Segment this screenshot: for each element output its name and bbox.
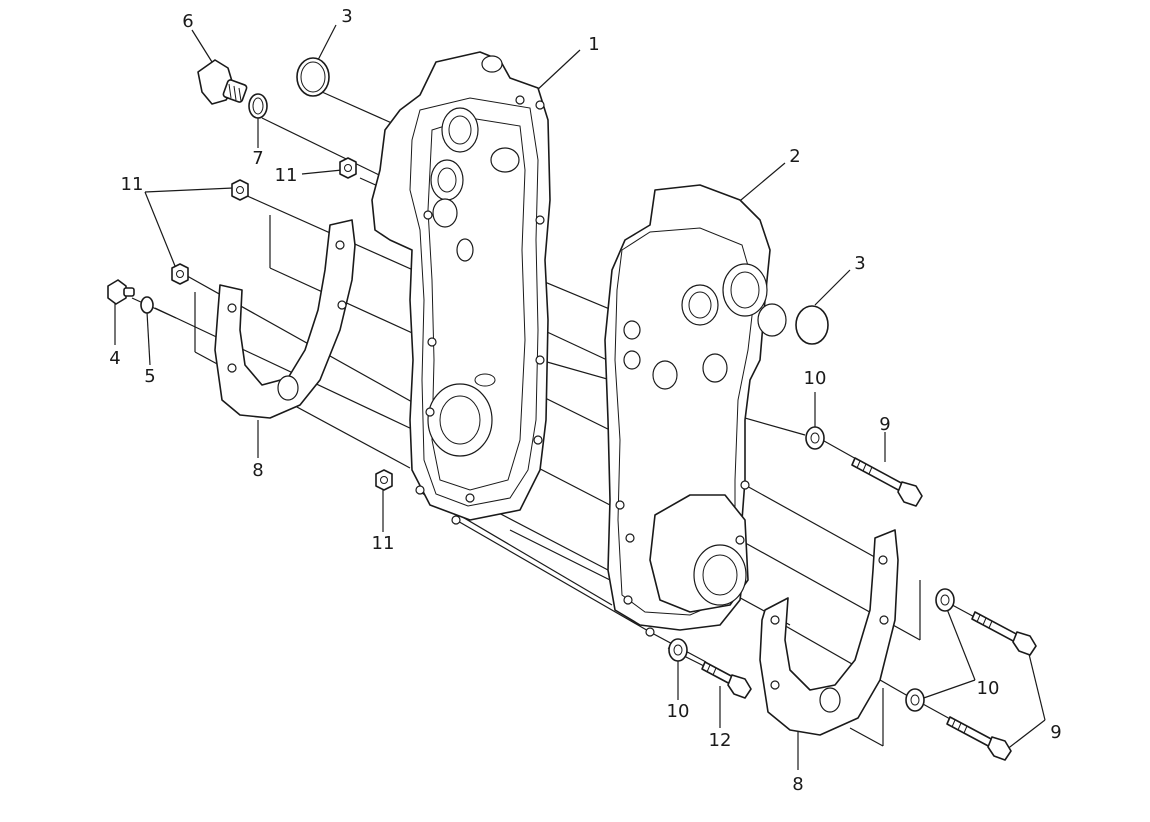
label-11-center: 11 [275,165,298,186]
label-6: 6 [182,11,193,32]
label-4: 4 [109,348,120,369]
washer-part-10-a [805,426,825,450]
washer-part-10-c [935,588,955,612]
bolt-part-9-a [851,457,923,507]
label-7: 7 [252,148,263,169]
label-12: 12 [709,730,732,751]
nut-part-11-b [171,263,189,285]
label-9-lower: 9 [1050,722,1061,743]
o-ring-part-7 [248,93,268,119]
breather-part-6 [197,59,248,105]
label-2: 2 [789,146,800,167]
washer-part-10-b [668,638,688,662]
bolt-part-12 [701,661,752,699]
label-8-right: 8 [792,774,803,795]
rear-housing-part-1 [371,51,551,525]
label-10-lower-left: 10 [667,701,690,722]
front-cover-part-2 [604,184,787,637]
label-3-right: 3 [854,253,865,274]
label-10-lower-right: 10 [977,678,1000,699]
washer-part-5 [140,296,154,314]
bolt-part-9-c [946,716,1012,761]
leader-lines [114,24,1046,770]
label-3-top: 3 [341,6,352,27]
callout-labels: 1 2 3 3 4 5 6 7 8 8 9 9 10 10 10 11 11 1… [109,6,1061,795]
plug-part-3-top [296,57,330,97]
label-10-upper: 10 [804,368,827,389]
bracket-part-8-left [214,219,356,419]
nut-part-11-d [375,469,393,491]
assembly-lines [131,91,981,747]
label-11-lower: 11 [372,533,395,554]
bolt-part-9-b [971,611,1037,656]
nut-part-11-a [231,179,249,201]
bracket-part-8-right [759,529,899,736]
label-1: 1 [588,34,599,55]
plug-part-3-right [795,305,829,345]
washer-part-10-d [905,688,925,712]
label-8-left: 8 [252,460,263,481]
label-11-upper-left: 11 [121,174,144,195]
nut-part-11-c [339,157,357,179]
label-9-upper: 9 [879,414,890,435]
plug-part-4 [107,279,135,305]
label-5: 5 [144,366,155,387]
